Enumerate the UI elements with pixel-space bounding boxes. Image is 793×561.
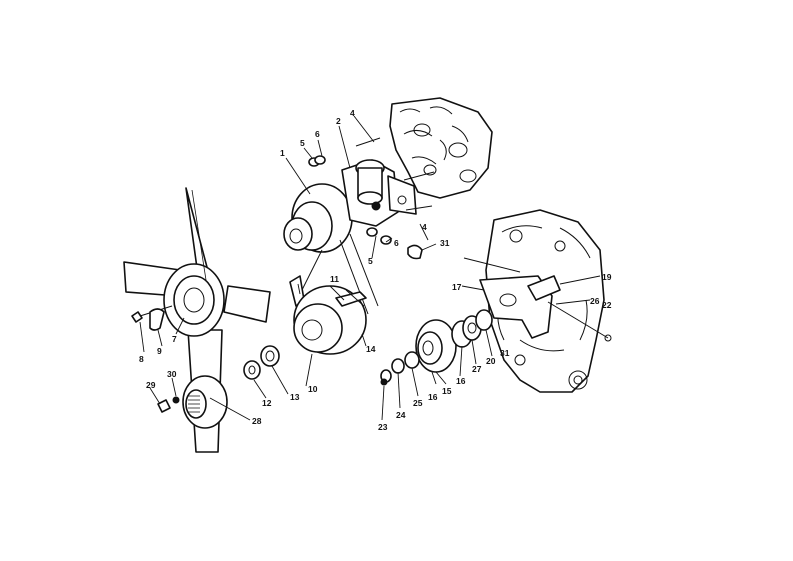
engine-block-upper <box>389 97 493 199</box>
pump-fasteners <box>308 137 435 260</box>
label-part-20: 20 <box>486 356 496 366</box>
label-part-1: 1 <box>280 148 285 158</box>
label-part-4-right: 4 <box>422 222 427 232</box>
label-part-9: 9 <box>157 346 162 356</box>
washer-and-nut <box>243 345 280 380</box>
label-part-14: 14 <box>366 344 376 354</box>
label-part-26: 26 <box>590 296 600 306</box>
label-part-31-low: 31 <box>500 348 510 358</box>
water-pump-assembly <box>283 159 417 253</box>
label-part-11: 11 <box>330 274 339 284</box>
label-part-13: 13 <box>290 392 300 402</box>
label-part-10: 10 <box>308 384 318 394</box>
label-part-24: 24 <box>396 410 406 420</box>
alternator-pulley-10 <box>289 275 367 355</box>
bearing-16-27 <box>451 309 493 348</box>
leader-lines <box>139 115 601 421</box>
label-part-7: 7 <box>172 334 177 344</box>
label-part-12: 12 <box>262 398 272 408</box>
label-part-25: 25 <box>413 398 423 408</box>
label-part-29: 29 <box>146 380 156 390</box>
tensioner-bracket-17 <box>463 257 612 342</box>
label-part-22: 22 <box>602 300 612 310</box>
label-part-28: 28 <box>252 416 262 426</box>
label-part-16-left: 16 <box>428 392 438 402</box>
label-part-15: 15 <box>442 386 452 396</box>
label-part-4-top: 4 <box>350 108 355 118</box>
crank-pulley-15 <box>415 319 457 373</box>
label-part-8: 8 <box>139 354 144 364</box>
label-part-23: 23 <box>378 422 388 432</box>
label-part-17: 17 <box>452 282 462 292</box>
label-part-16-right: 16 <box>456 376 466 386</box>
label-part-6-mid: 6 <box>394 238 399 248</box>
label-part-19: 19 <box>602 272 612 282</box>
label-part-2: 2 <box>336 116 341 126</box>
bolt-and-clip <box>131 305 173 331</box>
small-washers <box>380 351 420 386</box>
label-part-30: 30 <box>167 369 177 379</box>
label-part-5-mid: 5 <box>368 256 373 266</box>
part-labels: 1 2 4 5 6 4 5 6 31 11 7 8 9 14 10 13 12 … <box>139 108 612 432</box>
label-part-6-top: 6 <box>315 129 320 139</box>
label-part-27: 27 <box>472 364 482 374</box>
fan-hub-plate <box>157 375 228 429</box>
label-part-31-top: 31 <box>440 238 450 248</box>
label-part-5-top: 5 <box>300 138 305 148</box>
